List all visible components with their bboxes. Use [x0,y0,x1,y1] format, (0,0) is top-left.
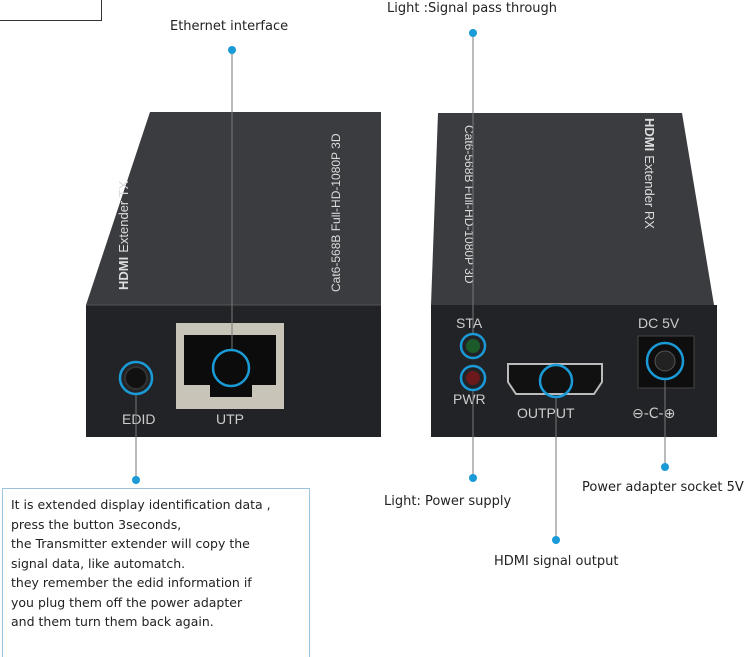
power-light-label: Light: Power supply [384,494,512,509]
rx-pwr-label: PWR [453,391,486,407]
dc-highlight [645,341,685,381]
edid-highlight [118,360,154,396]
description-line: you plug them off the power adapter [11,594,243,610]
description-line: and them turn them back again. [11,614,214,629]
highlight-rings [118,332,685,399]
hdmi-output-label: HDMI signal output [494,554,619,569]
top-left-box [0,0,102,21]
tx-utp-label: UTP [216,411,244,427]
tx-brand: HDMI [116,257,131,290]
tx-spec: Cat6-568B Full-HD-1080P 3D [329,133,343,292]
sta-highlight [459,332,487,360]
callout-dots [132,29,669,544]
description-line: they remember the edid information if [11,575,252,590]
edid-description: It is extended display identification da… [2,488,310,657]
rx-dc-label: DC 5V [638,315,680,331]
rx-polarity: ⊖-C-⊕ [632,406,675,422]
description-line: the Transmitter extender will copy the [11,536,250,551]
rx-sta-label: STA [456,315,483,331]
tx-name: Extender TX [116,180,131,252]
utp-highlight [211,348,251,388]
power-socket-label: Power adapter socket 5V [582,480,744,495]
callout-lines [135,33,666,540]
rx-output-label: OUTPUT [517,405,575,421]
rx-device: Cat6-568B Full-HD-1080P 3D HDMI Extender … [431,113,717,437]
description-line: It is extended display identification da… [11,497,271,512]
tx-edid-label: EDID [122,411,155,427]
description-line: signal data, like automatch. [11,555,186,571]
svg-text:HDMIExtender TX: HDMI Extender TX [116,180,131,290]
signal-light-label: Light :Signal pass through [387,1,557,16]
ethernet-label: Ethernet interface [170,19,289,34]
rx-brand: HDMI [642,118,657,151]
pwr-highlight [459,364,487,392]
rx-spec: Cat6-568B Full-HD-1080P 3D [462,125,476,284]
rx-name: Extender RX [642,155,657,229]
description-line: press the button 3seconds, [11,516,182,532]
tx-device: EDID UTP HDMI Extender TX Cat6-568B Full-… [86,112,381,437]
svg-text:HDMIExtender RX: HDMI Extender RX [642,118,657,229]
output-highlight [538,363,574,399]
